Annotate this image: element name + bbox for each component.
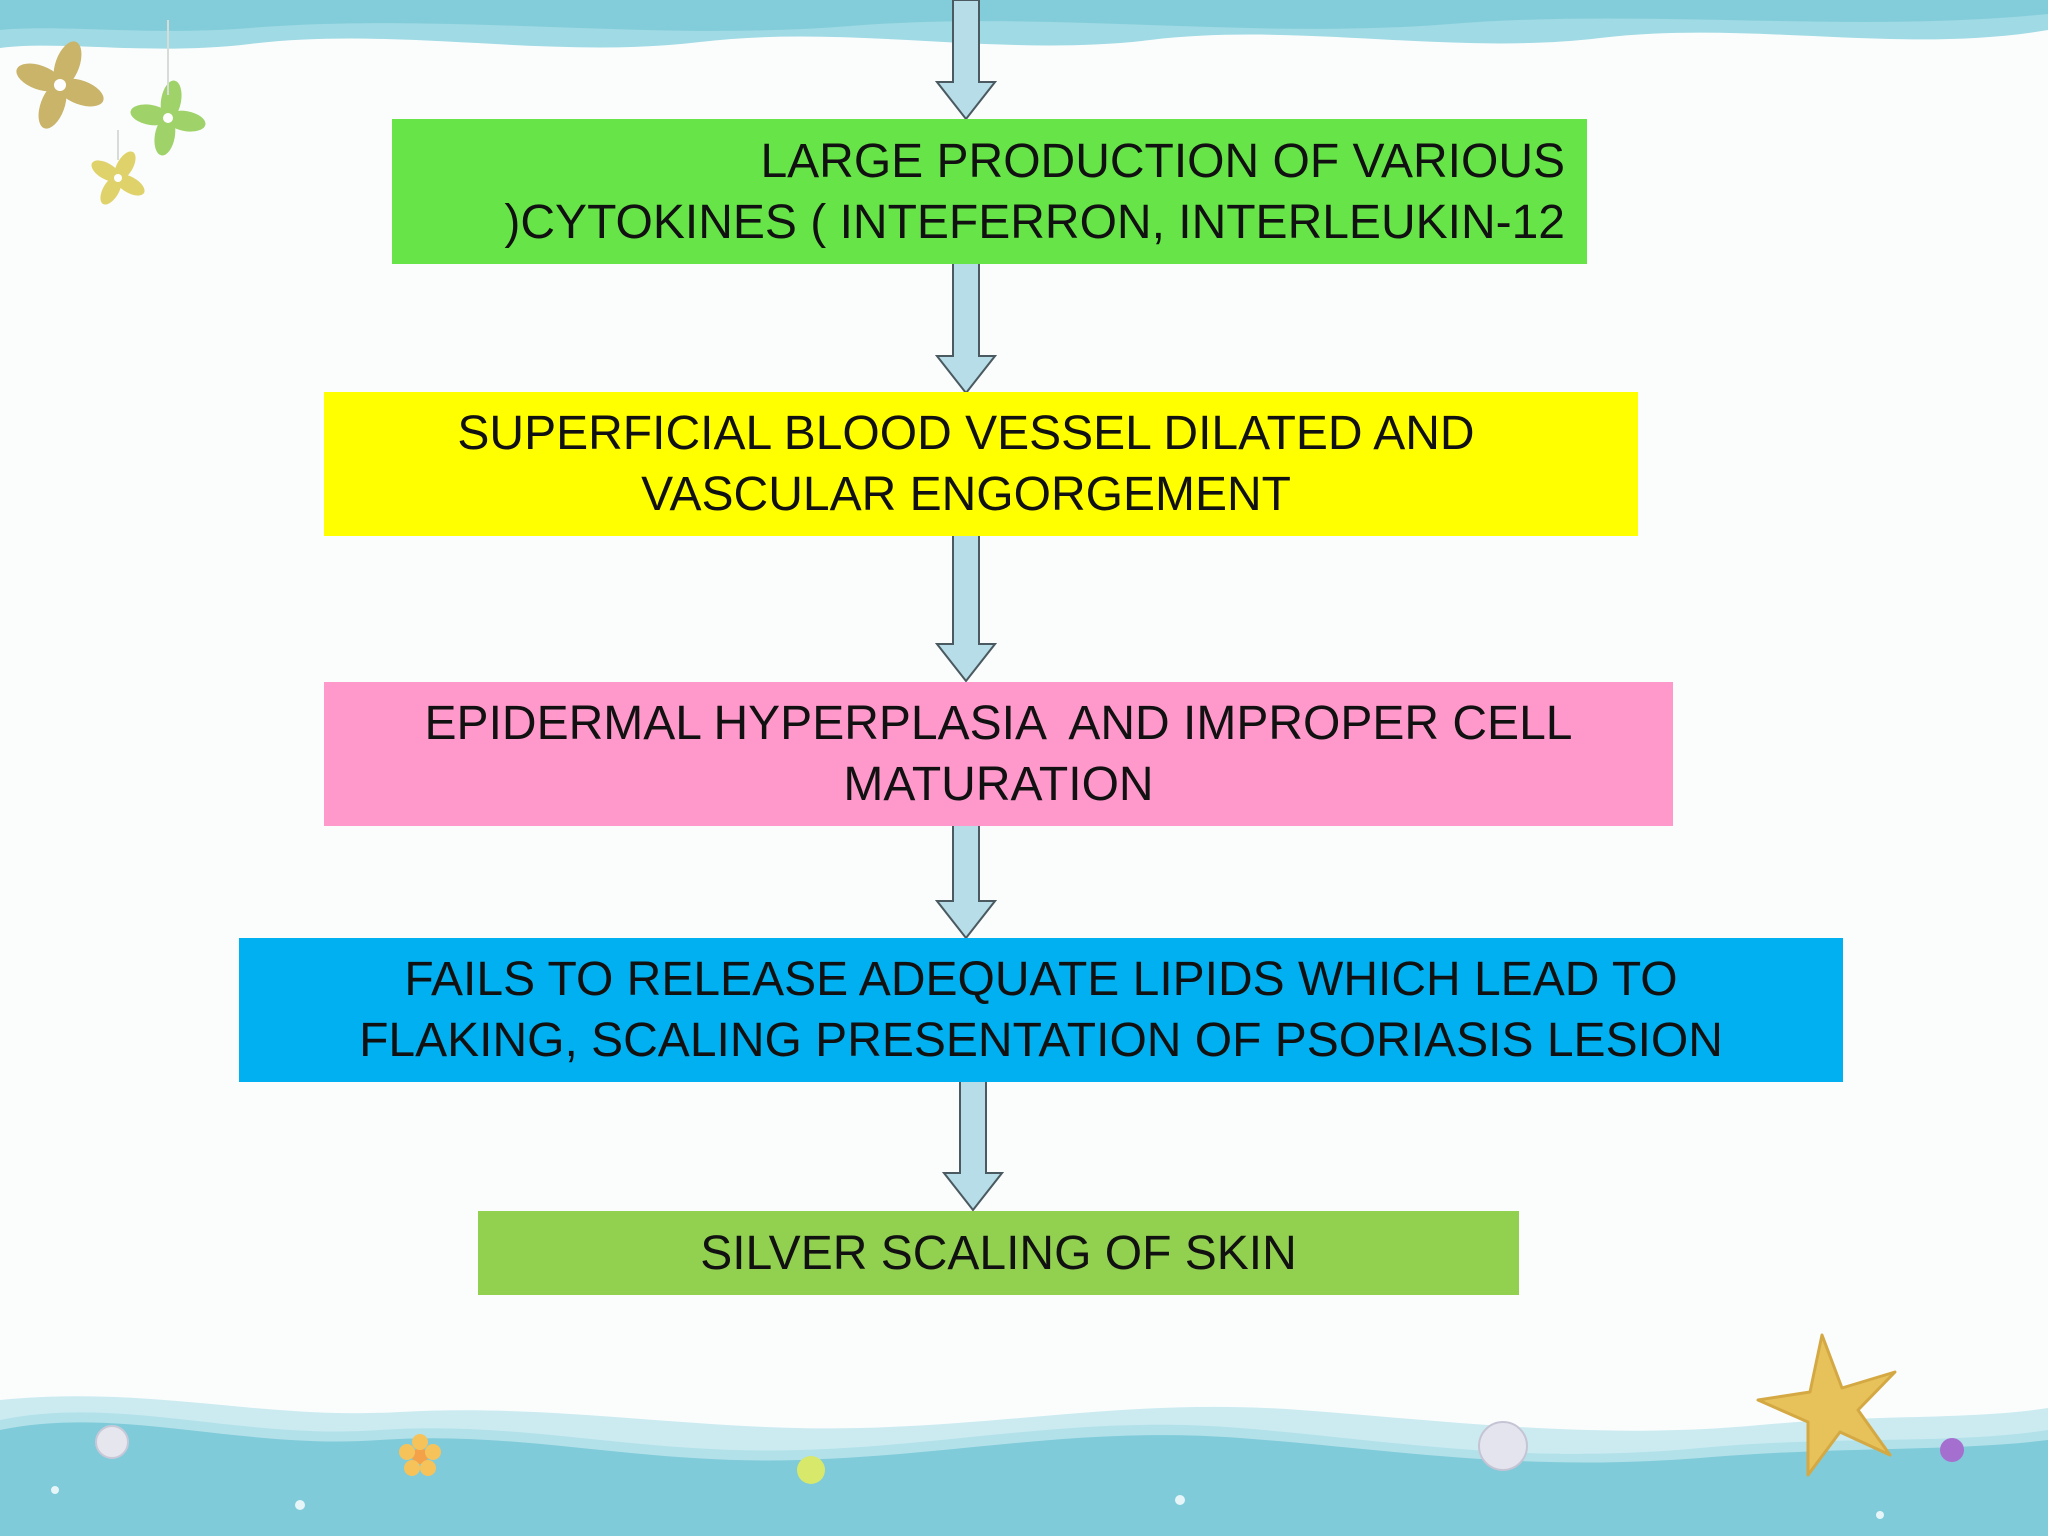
sea-flower-decoration xyxy=(399,1434,441,1476)
flow-step-silver-scaling: SILVER SCALING OF SKIN xyxy=(478,1211,1519,1295)
bubble-decoration xyxy=(295,1500,305,1510)
pinwheel-flower-decoration xyxy=(130,80,206,156)
bubble-decoration xyxy=(51,1486,59,1494)
flow-arrow xyxy=(942,1074,1004,1212)
bottom-wave-decoration xyxy=(0,1412,2048,1536)
flow-arrow xyxy=(935,818,997,940)
step-text-line: SILVER SCALING OF SKIN xyxy=(700,1226,1297,1280)
step-text-line: VASCULAR ENGORGEMENT xyxy=(641,468,1291,521)
flow-step-epidermal-hyperplasia: EPIDERMAL HYPERPLASIA AND IMPROPER CELL … xyxy=(324,682,1673,826)
bubble-decoration xyxy=(1478,1421,1528,1471)
step-text-line: LARGE PRODUCTION OF VARIOUS xyxy=(760,134,1565,188)
step-text-line: FAILS TO RELEASE ADEQUATE LIPIDS WHICH L… xyxy=(404,953,1678,1006)
step-text-line: )CYTOKINES ( INTEFERRON, INTERLEUKIN-12 xyxy=(504,195,1565,249)
step-text-line: MATURATION xyxy=(843,758,1154,811)
bubble-decoration xyxy=(1940,1438,1964,1462)
bubble-decoration xyxy=(797,1456,825,1484)
flow-arrow xyxy=(935,527,997,683)
bubble-decoration xyxy=(1876,1511,1884,1519)
bubble-decoration xyxy=(1175,1495,1185,1505)
step-text-line: EPIDERMAL HYPERPLASIA AND IMPROPER CELL xyxy=(424,697,1573,750)
pinwheel-flower-decoration xyxy=(91,151,145,205)
pinwheel-flower-decoration xyxy=(16,41,104,129)
bottom-wave-light xyxy=(0,1396,2048,1463)
step-text-line: FLAKING, SCALING PRESENTATION OF PSORIAS… xyxy=(359,1014,1723,1067)
starfish-decoration xyxy=(1756,1333,1897,1477)
flow-step-lipid-release-failure: FAILS TO RELEASE ADEQUATE LIPIDS WHICH L… xyxy=(239,938,1843,1082)
bubble-decoration xyxy=(95,1425,129,1459)
step-text-line: SUPERFICIAL BLOOD VESSEL DILATED AND xyxy=(457,407,1475,460)
flow-step-vessel-dilation: SUPERFICIAL BLOOD VESSEL DILATED AND VAS… xyxy=(324,392,1638,536)
top-wave-highlight xyxy=(0,0,2048,31)
flow-arrow xyxy=(935,255,997,395)
flow-step-cytokine-production: LARGE PRODUCTION OF VARIOUS )CYTOKINES (… xyxy=(392,119,1587,264)
flow-arrow xyxy=(935,0,997,121)
